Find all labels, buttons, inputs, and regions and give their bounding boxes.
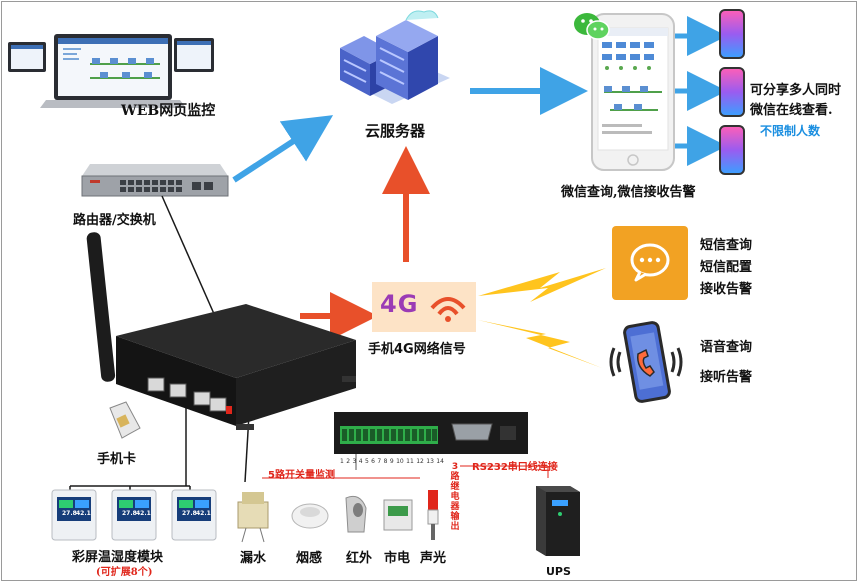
sound-light-alarm bbox=[427, 490, 439, 540]
terminal-number: 5 bbox=[364, 458, 369, 465]
terminal-number: 3 bbox=[352, 458, 357, 465]
terminal-number: 9 bbox=[389, 458, 394, 465]
screen-humidity-reading: 42.1 bbox=[196, 510, 211, 517]
sound-light-label: 声光 bbox=[420, 551, 447, 566]
signal-bolts bbox=[478, 268, 606, 368]
terminal-number: 12 bbox=[416, 458, 424, 465]
terminal-number: 1 bbox=[340, 458, 344, 465]
router-label: 路由器/交换机 bbox=[73, 213, 156, 228]
terminal-number: 11 bbox=[406, 458, 414, 465]
terminal-number: 10 bbox=[396, 458, 404, 465]
temp-module bbox=[171, 489, 217, 541]
rs232-label: RS232串口线连接 bbox=[472, 462, 558, 473]
sim-card-icon bbox=[109, 401, 141, 439]
terminal-number: 13 bbox=[426, 458, 434, 465]
ups-device bbox=[536, 486, 580, 556]
terminal-number: 6 bbox=[371, 458, 375, 465]
monitor-icon bbox=[8, 42, 46, 72]
screen-humidity-reading: 42.1 bbox=[76, 510, 91, 517]
screen-temp-reading: 27.8 bbox=[182, 510, 197, 517]
temp-module bbox=[51, 489, 97, 541]
share-label-2: 微信在线查看. bbox=[750, 103, 833, 118]
water-leak-label: 漏水 bbox=[240, 551, 267, 566]
shared-phones bbox=[719, 9, 745, 175]
router-to-cloud-arrow bbox=[232, 115, 334, 183]
temp-modules bbox=[51, 489, 217, 541]
terminal-number: 4 bbox=[358, 458, 363, 465]
antenna-icon bbox=[86, 232, 116, 382]
server-icon bbox=[340, 10, 450, 104]
screen-temp-reading: 27.8 bbox=[122, 510, 137, 517]
terminal-number: 7 bbox=[377, 458, 382, 465]
phone-4g-label: 手机4G网络信号 bbox=[368, 342, 466, 357]
share-label-1: 可分享多人同时 bbox=[750, 83, 842, 98]
smoke-sensor bbox=[291, 503, 329, 529]
water-leak-sensor bbox=[237, 492, 269, 543]
sms-label-3: 接收告警 bbox=[700, 282, 753, 297]
phone-icon bbox=[719, 67, 745, 117]
relay-output-label: 3路继电器输出 bbox=[450, 462, 460, 532]
sim-card-label: 手机卡 bbox=[97, 452, 137, 467]
router-icon bbox=[81, 164, 229, 197]
screen-temp-reading: 27.8 bbox=[62, 510, 77, 517]
monitor-icon bbox=[174, 38, 214, 72]
sms-label-2: 短信配置 bbox=[700, 260, 753, 275]
screen-humidity-reading: 42.1 bbox=[136, 510, 151, 517]
infrared-label: 红外 bbox=[346, 551, 373, 566]
wechat-label: 微信查询,微信接收告警 bbox=[561, 185, 696, 200]
terminal-number: 2 bbox=[346, 458, 351, 465]
infrared-sensor bbox=[345, 495, 367, 533]
phone-icon bbox=[719, 125, 745, 175]
wifi-signal-icon bbox=[430, 297, 466, 322]
web-monitor-screens bbox=[8, 34, 214, 108]
terminal-number: 8 bbox=[383, 458, 388, 465]
web-monitor-label: WEB网页监控 bbox=[121, 103, 216, 119]
temp-module-label: 彩屏温湿度模块 bbox=[72, 550, 164, 565]
laptop-icon bbox=[40, 34, 186, 108]
io-panel bbox=[334, 412, 528, 454]
sms-label-1: 短信查询 bbox=[700, 238, 753, 253]
sms-box bbox=[612, 226, 688, 300]
4g-signal-box: 4G bbox=[372, 282, 476, 332]
switch-monitor-label: 5路开关量监测 bbox=[268, 470, 335, 481]
terminal-number: 14 bbox=[436, 458, 444, 465]
4g-badge: 4G bbox=[380, 290, 419, 318]
ups-label: UPS bbox=[546, 565, 571, 578]
cloud-server-label: 云服务器 bbox=[365, 122, 426, 140]
voice-label-2: 接听告警 bbox=[700, 370, 753, 385]
unlimited-label: 不限制人数 bbox=[760, 124, 821, 138]
speech-bubble-icon bbox=[630, 243, 670, 282]
voice-label-1: 语音查询 bbox=[700, 340, 753, 355]
temp-module-sublabel: (可扩展8个) bbox=[96, 567, 153, 578]
smoke-label: 烟感 bbox=[296, 551, 323, 566]
temp-module bbox=[111, 489, 157, 541]
phone-call-icon bbox=[609, 321, 683, 403]
wechat-icon bbox=[574, 13, 610, 40]
mains-label: 市电 bbox=[384, 551, 411, 566]
wechat-phone bbox=[591, 13, 675, 171]
mains-sensor bbox=[383, 499, 413, 531]
main-device bbox=[86, 232, 356, 430]
phone-icon bbox=[719, 9, 745, 59]
terminal-numbers: 1 2 3 4 5 6 7 8 9 10 11 12 13 14 bbox=[340, 458, 444, 465]
sensor-devices bbox=[237, 490, 439, 543]
